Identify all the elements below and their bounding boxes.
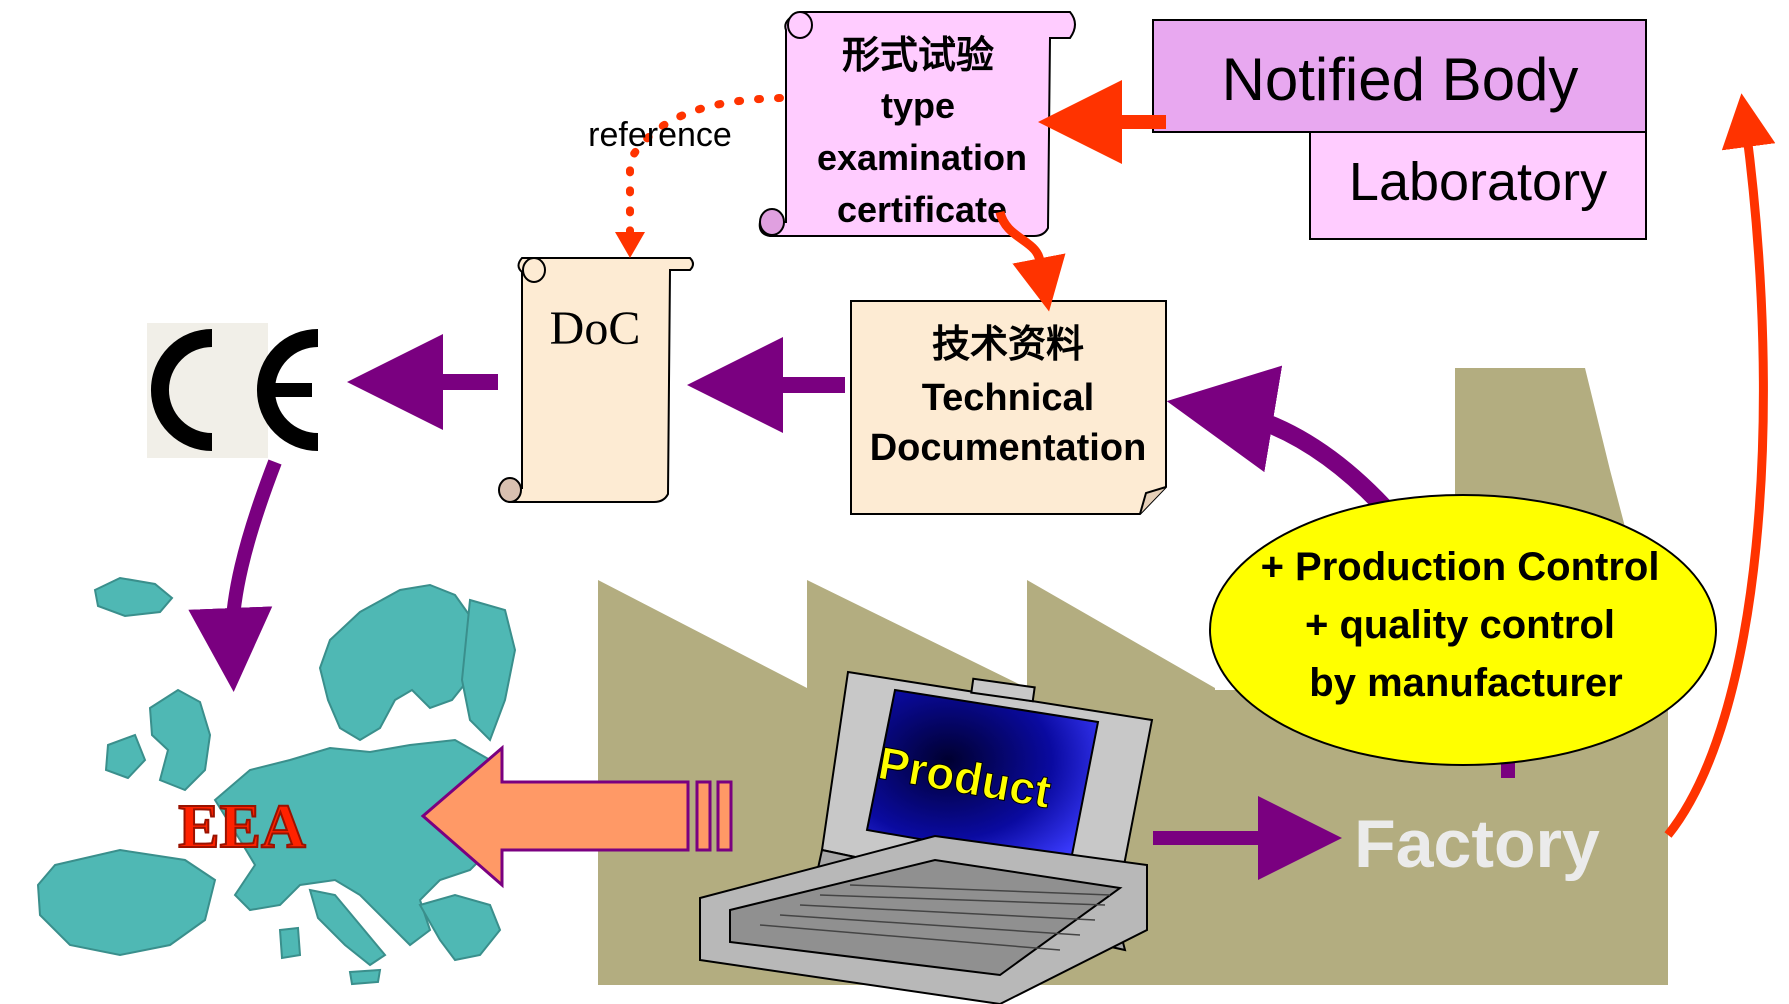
production-control-line3: by manufacturer [1309, 661, 1622, 705]
production-control-ellipse [1209, 494, 1717, 766]
type-exam-line2: examination [817, 137, 1027, 178]
certificate-to-techdoc-arrow [995, 210, 1066, 312]
notified-body-label: Notified Body [1222, 46, 1579, 113]
doc-scroll [498, 257, 694, 503]
manufacturer-to-techdoc-arrow [1166, 365, 1407, 531]
production-control-line2: + quality control [1305, 603, 1615, 647]
ce-to-eea-arrow [188, 459, 282, 692]
reference-label: reference [588, 116, 732, 154]
tech-doc-line1: Technical [922, 377, 1094, 419]
tech-doc-title-cn: 技术资料 [932, 324, 1084, 366]
eea-label: EEA [178, 793, 306, 861]
factory-to-notified-arrow [1664, 93, 1776, 838]
laboratory-label: Laboratory [1349, 152, 1607, 212]
laboratory-box [1309, 131, 1647, 240]
tech-doc-line2: Documentation [870, 427, 1147, 469]
ce-mark: CE [0, 0, 375, 458]
type-exam-line3: certificate [837, 189, 1007, 230]
production-control-line1: + Production Control [1261, 545, 1660, 589]
laptop-product [699, 670, 1154, 1004]
product-to-eea-arrow [420, 744, 733, 889]
ce-mark-label: CE [0, 0, 2, 1]
doc-label: DoC [550, 302, 641, 355]
type-examination-certificate-scroll [758, 11, 1076, 237]
ce-letter-c [151, 329, 213, 451]
reference-dotted-arrow [626, 94, 784, 244]
type-exam-line1: type [881, 85, 955, 126]
type-exam-title-cn: 形式试验 [842, 35, 994, 77]
factory-label: Factory [1354, 806, 1600, 882]
europe-map [36, 576, 517, 986]
